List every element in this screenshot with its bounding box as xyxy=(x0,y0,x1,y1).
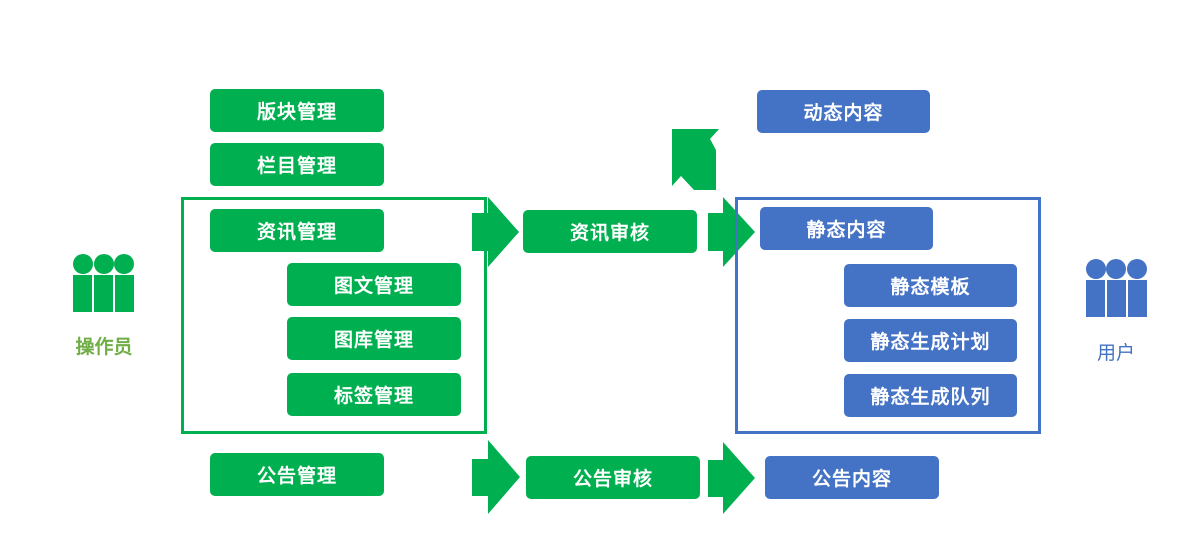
column-manage-box[interactable]: 栏目管理 xyxy=(210,143,384,186)
user-people-icon xyxy=(1086,259,1147,317)
info-review-box[interactable]: 资讯审核 xyxy=(523,210,697,253)
static-content-group xyxy=(735,197,1041,434)
info-manage-box[interactable]: 资讯管理 xyxy=(210,209,384,252)
notice-manage-box[interactable]: 公告管理 xyxy=(210,453,384,496)
static-queue-box[interactable]: 静态生成队列 xyxy=(844,374,1017,417)
static-content-box[interactable]: 静态内容 xyxy=(760,207,933,250)
arrow-right-icon xyxy=(472,197,519,267)
arrow-right-icon xyxy=(708,197,755,267)
arrow-right-icon xyxy=(708,442,755,514)
static-template-box[interactable]: 静态模板 xyxy=(844,264,1017,307)
gallery-manage-box[interactable]: 图库管理 xyxy=(287,317,461,360)
notice-content-box[interactable]: 公告内容 xyxy=(765,456,939,499)
graphic-manage-box[interactable]: 图文管理 xyxy=(287,263,461,306)
tag-manage-box[interactable]: 标签管理 xyxy=(287,373,461,416)
arrow-up-right-icon xyxy=(672,129,719,190)
static-plan-box[interactable]: 静态生成计划 xyxy=(844,319,1017,362)
operator-label: 操作员 xyxy=(75,336,133,358)
notice-review-box[interactable]: 公告审核 xyxy=(526,456,700,499)
block-manage-box[interactable]: 版块管理 xyxy=(210,89,384,132)
user-label: 用户 xyxy=(1096,342,1135,364)
operator-people-icon xyxy=(73,254,134,312)
info-module-group xyxy=(181,197,487,434)
arrow-right-icon xyxy=(472,440,520,514)
dynamic-content-box[interactable]: 动态内容 xyxy=(757,90,930,133)
